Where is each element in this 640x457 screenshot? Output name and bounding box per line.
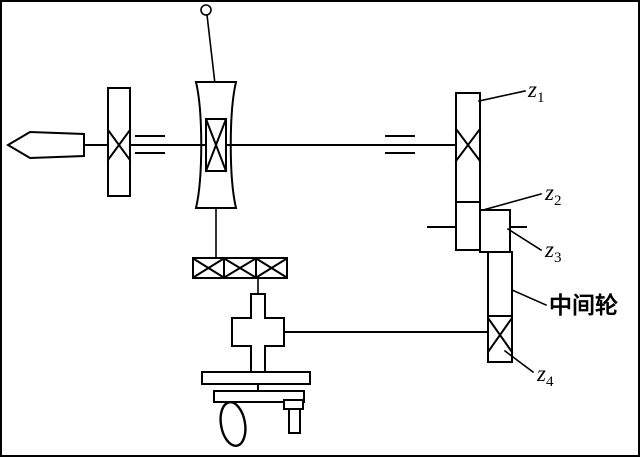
spline-symbol-left [135, 135, 165, 154]
spline-symbol-right [385, 135, 415, 154]
intermediate-wheel-gear [486, 251, 514, 363]
label-z3-sub: 3 [554, 250, 562, 266]
leader-z1 [478, 90, 526, 102]
intermediate-wheel-body [487, 251, 513, 363]
label-intermediate-wheel: 中间轮 [549, 292, 618, 318]
x-marks-gearbox [192, 257, 288, 279]
label-z4: z4 [536, 361, 554, 390]
handle-loop [219, 401, 247, 447]
indicator-plumb [200, 4, 216, 85]
gear-z1-z2-body [455, 92, 481, 251]
clamp-screw-shank [288, 408, 301, 434]
pulley [194, 81, 238, 209]
label-z3: z3 [544, 237, 561, 266]
leader-intermediate-wheel [510, 288, 548, 307]
label-z4-sub: 4 [546, 374, 554, 390]
clamp-screw-head [283, 399, 304, 410]
label-z1-sub: 1 [537, 90, 545, 106]
label-z4-base: z [536, 361, 546, 386]
label-z1-base: z [527, 77, 537, 102]
label-z1: z1 [527, 77, 544, 106]
gear-left [106, 87, 132, 197]
leader-z2 [482, 193, 542, 211]
clamp-cross [231, 293, 285, 373]
label-z3-base: z [544, 237, 554, 262]
x-mark-pulley-hub [204, 117, 228, 173]
leader-z3 [506, 227, 543, 252]
indicator-wire [206, 14, 216, 85]
clamp-base-bar [213, 390, 305, 403]
clamp-screw [283, 399, 304, 434]
gearbox-dividers [223, 257, 257, 279]
clamp-plate [201, 371, 311, 385]
x-mark-z4 [486, 316, 514, 354]
leader-z4 [503, 349, 535, 374]
workpiece-center [6, 130, 85, 160]
label-z2-base: z [544, 180, 554, 205]
gear-z3 [479, 209, 511, 253]
label-z2: z2 [544, 180, 561, 209]
indicator-knob [200, 4, 212, 16]
label-z2-sub: 2 [554, 193, 562, 209]
gear-z1-z2 [454, 92, 482, 251]
x-mark-left-gear [106, 128, 132, 162]
x-mark-z1 [454, 127, 482, 163]
gearbox-three-x [192, 257, 288, 279]
gear-left-body [107, 87, 131, 197]
